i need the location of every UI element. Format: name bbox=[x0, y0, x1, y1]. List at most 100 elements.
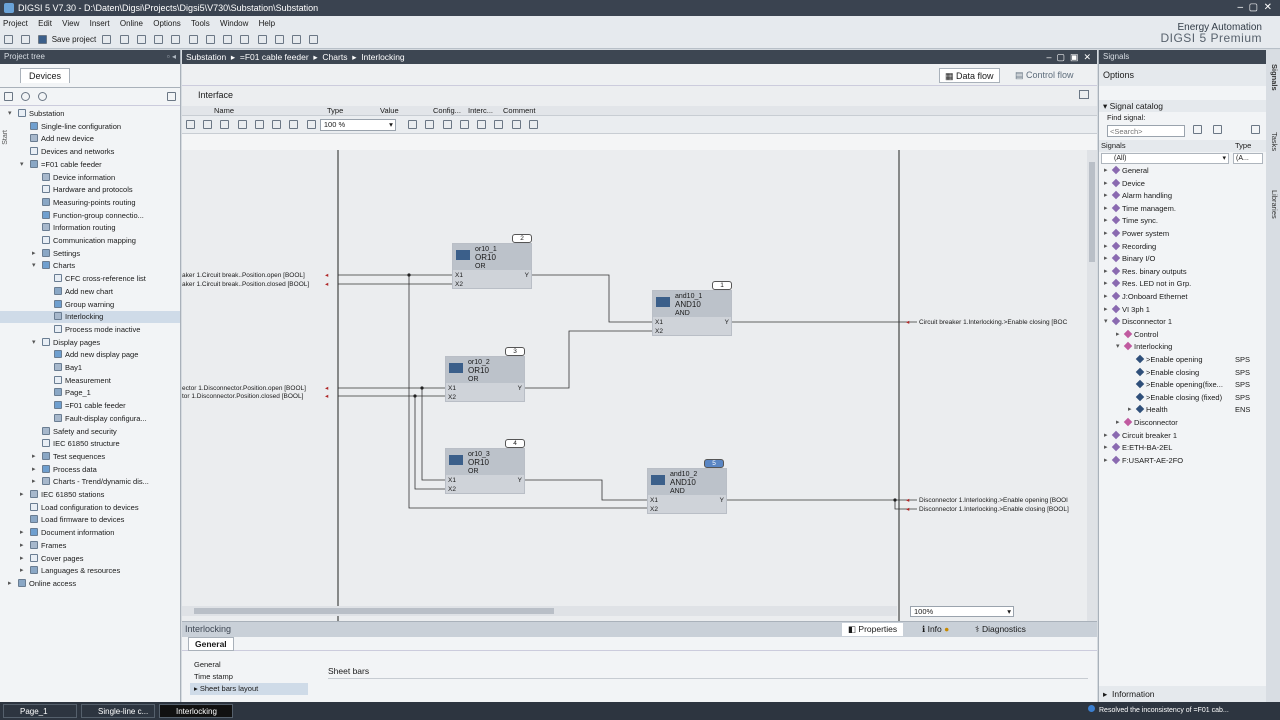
signal-tree-item[interactable]: ▾Disconnector 1 bbox=[1099, 316, 1264, 328]
tree-item[interactable]: Fault-display configura... bbox=[0, 413, 180, 425]
tree-item[interactable]: ▸Document information bbox=[0, 527, 180, 539]
property-nav-item[interactable]: General bbox=[194, 660, 221, 669]
signal-tree-item[interactable]: ▸Time sync. bbox=[1099, 215, 1264, 227]
expand-arrow-icon[interactable]: ▸ bbox=[20, 491, 24, 498]
split-vertical-icon[interactable] bbox=[309, 35, 319, 44]
expand-arrow-icon[interactable]: ▸ bbox=[1116, 419, 1120, 426]
breadcrumb-item[interactable]: Substation bbox=[186, 52, 227, 62]
tree-item[interactable]: Information routing bbox=[0, 222, 180, 234]
input-signal[interactable]: tor 1.Disconnector.Position.closed [BOOL… bbox=[182, 393, 304, 400]
pin-x2[interactable]: X2 bbox=[650, 506, 658, 513]
breadcrumb-item[interactable]: Charts bbox=[322, 52, 348, 62]
menu-project[interactable]: Project bbox=[3, 19, 28, 28]
tree-item[interactable]: Hardware and protocols bbox=[0, 184, 180, 196]
search-down-icon[interactable] bbox=[1193, 125, 1202, 134]
tree-item[interactable]: Safety and security bbox=[0, 426, 180, 438]
tree-item[interactable]: Communication mapping bbox=[0, 235, 180, 247]
cfc-canvas[interactable]: aker 1.Circuit break..Position.open [BOO… bbox=[182, 150, 1087, 656]
copy-icon[interactable] bbox=[136, 35, 146, 44]
tree-item[interactable]: Load firmware to devices bbox=[0, 514, 180, 526]
expand-arrow-icon[interactable]: ▸ bbox=[20, 567, 24, 575]
signal-tree-item[interactable]: >Enable closing (fixed)SPS bbox=[1099, 392, 1264, 404]
tree-item[interactable]: Device information bbox=[0, 172, 180, 184]
expand-arrow-icon[interactable]: ▾ bbox=[20, 160, 24, 168]
tree-item[interactable]: Function-group connectio... bbox=[0, 210, 180, 222]
expand-arrow-icon[interactable]: ▾ bbox=[8, 110, 12, 117]
tree-item[interactable]: ▸Charts - Trend/dynamic dis... bbox=[0, 476, 180, 488]
chart-tool-icon[interactable] bbox=[442, 120, 452, 129]
input-signal[interactable]: aker 1.Circuit break..Position.open [BOO… bbox=[182, 272, 305, 279]
menu-options[interactable]: Options bbox=[153, 19, 181, 28]
side-tab-signals[interactable]: Signals bbox=[1270, 64, 1279, 91]
tree-item[interactable]: ▾Substation bbox=[0, 108, 180, 120]
side-tab-tasks[interactable]: Tasks bbox=[1270, 132, 1279, 152]
signal-tree-item[interactable]: ▸F:USART-AE-2FO bbox=[1099, 455, 1264, 467]
open-project-icon[interactable] bbox=[21, 35, 31, 44]
tree-item[interactable]: CFC cross-reference list bbox=[0, 273, 180, 285]
task-single-line[interactable]: Single-line c... bbox=[81, 704, 155, 718]
expand-arrow-icon[interactable]: ▸ bbox=[1104, 255, 1108, 263]
cut-icon[interactable] bbox=[119, 35, 129, 44]
expand-arrow-icon[interactable]: ▸ bbox=[1104, 280, 1108, 288]
horizontal-scrollbar[interactable] bbox=[182, 606, 897, 616]
signal-tree-item[interactable]: ▸Circuit breaker 1 bbox=[1099, 430, 1264, 442]
menu-window[interactable]: Window bbox=[219, 19, 249, 28]
load-to-device-icon[interactable] bbox=[240, 35, 250, 44]
panel-pin-icon[interactable]: ▫ ◂ bbox=[166, 52, 176, 61]
signal-tree-item[interactable]: ▸Binary I/O bbox=[1099, 253, 1264, 265]
editor-window-controls[interactable]: – ▢ ▣ ✕ bbox=[1046, 52, 1091, 62]
tree-forward-icon[interactable] bbox=[38, 92, 48, 101]
expand-arrow-icon[interactable]: ▾ bbox=[1104, 318, 1108, 326]
signal-catalog-header[interactable]: ▾ Signal catalog bbox=[1099, 100, 1266, 112]
options-bar[interactable]: Options bbox=[1099, 64, 1266, 86]
type-filter[interactable]: (A... bbox=[1233, 153, 1263, 164]
search-up-icon[interactable] bbox=[1213, 125, 1222, 134]
breadcrumb-item[interactable]: Interlocking bbox=[361, 52, 405, 62]
expand-arrow-icon[interactable]: ▸ bbox=[1104, 167, 1108, 174]
tree-item[interactable]: ▸Languages & resources bbox=[0, 565, 180, 577]
expand-arrow-icon[interactable]: ▸ bbox=[1104, 204, 1108, 212]
tree-item[interactable]: Interlocking bbox=[0, 311, 180, 324]
expand-arrow-icon[interactable]: ▸ bbox=[32, 249, 36, 257]
pin-y[interactable]: Y bbox=[517, 385, 522, 392]
tree-overview-icon[interactable] bbox=[167, 92, 176, 101]
pin-y[interactable]: Y bbox=[524, 272, 529, 279]
tree-item[interactable]: Measurement bbox=[0, 375, 180, 387]
signal-search-input[interactable] bbox=[1107, 125, 1185, 137]
chart-tool-icon[interactable] bbox=[237, 120, 247, 129]
chart-tool-icon[interactable] bbox=[511, 120, 521, 129]
pin-x2[interactable]: X2 bbox=[448, 486, 456, 493]
signal-tree-item[interactable]: ▸Disconnector bbox=[1099, 417, 1264, 429]
pin-y[interactable]: Y bbox=[724, 319, 729, 326]
signal-tree-item[interactable]: ▸Alarm handling bbox=[1099, 190, 1264, 202]
pin-y[interactable]: Y bbox=[517, 477, 522, 484]
vertical-scrollbar[interactable] bbox=[1087, 150, 1097, 656]
go-online-icon[interactable] bbox=[257, 35, 267, 44]
signal-tree-item[interactable]: ▾Interlocking bbox=[1099, 341, 1264, 353]
tree-item[interactable]: Add new device bbox=[0, 133, 180, 145]
signal-tree-item[interactable]: ▸Time managem. bbox=[1099, 203, 1264, 215]
tab-info[interactable]: ℹ Info ● bbox=[922, 624, 950, 634]
menu-help[interactable]: Help bbox=[258, 19, 276, 28]
window-controls[interactable]: – ▢ ✕ bbox=[1237, 2, 1272, 13]
undo-icon[interactable] bbox=[188, 35, 198, 44]
chart-tool-icon[interactable] bbox=[254, 120, 264, 129]
tree-item[interactable]: ▸Online access bbox=[0, 578, 180, 590]
chart-tool-icon[interactable] bbox=[289, 120, 299, 129]
expand-arrow-icon[interactable]: ▸ bbox=[20, 529, 24, 537]
chart-tool-icon[interactable] bbox=[477, 120, 487, 129]
expand-arrow-icon[interactable]: ▸ bbox=[1104, 456, 1108, 464]
input-signal[interactable]: aker 1.Circuit break..Position.closed [B… bbox=[182, 281, 310, 288]
print-icon[interactable] bbox=[102, 35, 112, 44]
signal-tree-item[interactable]: ▸General bbox=[1099, 165, 1264, 177]
expand-arrow-icon[interactable]: ▸ bbox=[1104, 444, 1108, 452]
tree-item[interactable]: ▸Cover pages bbox=[0, 553, 180, 565]
expand-arrow-icon[interactable]: ▸ bbox=[20, 554, 24, 562]
pin-x1[interactable]: X1 bbox=[455, 272, 463, 279]
chart-tool-icon[interactable] bbox=[425, 120, 435, 129]
tab-devices[interactable]: Devices bbox=[20, 68, 71, 83]
